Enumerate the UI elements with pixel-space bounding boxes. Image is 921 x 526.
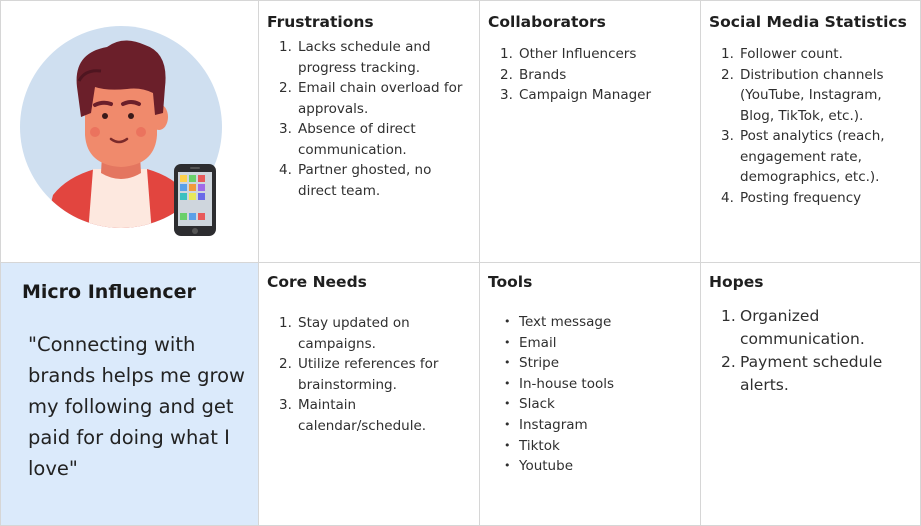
list-item: Other Influencers bbox=[500, 44, 637, 64]
list-item: Distribution channels (YouTube, Instagra… bbox=[721, 65, 884, 124]
list-item: Utilize references for brainstorming. bbox=[279, 354, 439, 393]
list-item: Posting frequency bbox=[721, 188, 862, 208]
core-needs-panel: Core Needs Stay updated on campaigns. Ut… bbox=[259, 263, 480, 525]
list-item: Email chain overload for approvals. bbox=[279, 78, 463, 117]
list-item: In-house tools bbox=[504, 374, 614, 395]
list-item: Organized communication. bbox=[721, 305, 865, 348]
list-item: Instagram bbox=[504, 415, 614, 436]
list-item: Campaign Manager bbox=[500, 85, 652, 105]
avatar-panel bbox=[1, 1, 259, 263]
collaborators-panel: Collaborators Other Influencers Brands C… bbox=[480, 1, 701, 263]
core-needs-list: Stay updated on campaigns. Utilize refer… bbox=[279, 313, 473, 436]
list-item: Youtube bbox=[504, 456, 614, 477]
list-item: Payment schedule alerts. bbox=[721, 351, 883, 394]
tools-panel: Tools Text message Email Stripe In-house… bbox=[480, 263, 701, 525]
list-item: Email bbox=[504, 333, 614, 354]
list-item: Post analytics (reach, engagement rate, … bbox=[721, 126, 885, 185]
collaborators-list: Other Influencers Brands Campaign Manage… bbox=[500, 44, 694, 106]
social-stats-list: Follower count. Distribution channels (Y… bbox=[721, 44, 916, 208]
list-item: Follower count. bbox=[721, 44, 843, 64]
list-item: Tiktok bbox=[504, 436, 614, 457]
list-item: Absence of direct communication. bbox=[279, 119, 416, 158]
hopes-title: Hopes bbox=[709, 273, 764, 291]
core-needs-title: Core Needs bbox=[267, 273, 367, 291]
tools-list: Text message Email Stripe In-house tools… bbox=[504, 312, 614, 477]
list-item: Stay updated on campaigns. bbox=[279, 313, 410, 352]
list-item: Text message bbox=[504, 312, 614, 333]
list-item: Lacks schedule and progress tracking. bbox=[279, 37, 431, 76]
person-avatar-illustration bbox=[19, 25, 222, 228]
hopes-list: Organized communication. Payment schedul… bbox=[721, 305, 916, 397]
frustrations-panel: Frustrations Lacks schedule and progress… bbox=[259, 1, 480, 263]
list-item: Slack bbox=[504, 394, 614, 415]
mobile-phone-icon bbox=[174, 164, 216, 236]
persona-quote: "Connecting with brands helps me grow my… bbox=[28, 333, 245, 480]
list-item: Partner ghosted, no direct team. bbox=[279, 160, 432, 199]
frustrations-title: Frustrations bbox=[267, 13, 374, 31]
hopes-panel: Hopes Organized communication. Payment s… bbox=[701, 263, 921, 525]
persona-name: Micro Influencer bbox=[22, 281, 196, 303]
list-item: Brands bbox=[500, 65, 567, 85]
persona-panel: Micro Influencer "Connecting with brands… bbox=[1, 263, 259, 525]
tools-title: Tools bbox=[488, 273, 533, 291]
frustrations-list: Lacks schedule and progress tracking. Em… bbox=[279, 37, 473, 201]
social-stats-title: Social Media Statistics bbox=[709, 13, 907, 31]
collaborators-title: Collaborators bbox=[488, 13, 606, 31]
list-item: Maintain calendar/schedule. bbox=[279, 395, 427, 434]
list-item: Stripe bbox=[504, 353, 614, 374]
social-stats-panel: Social Media Statistics Follower count. … bbox=[701, 1, 921, 263]
